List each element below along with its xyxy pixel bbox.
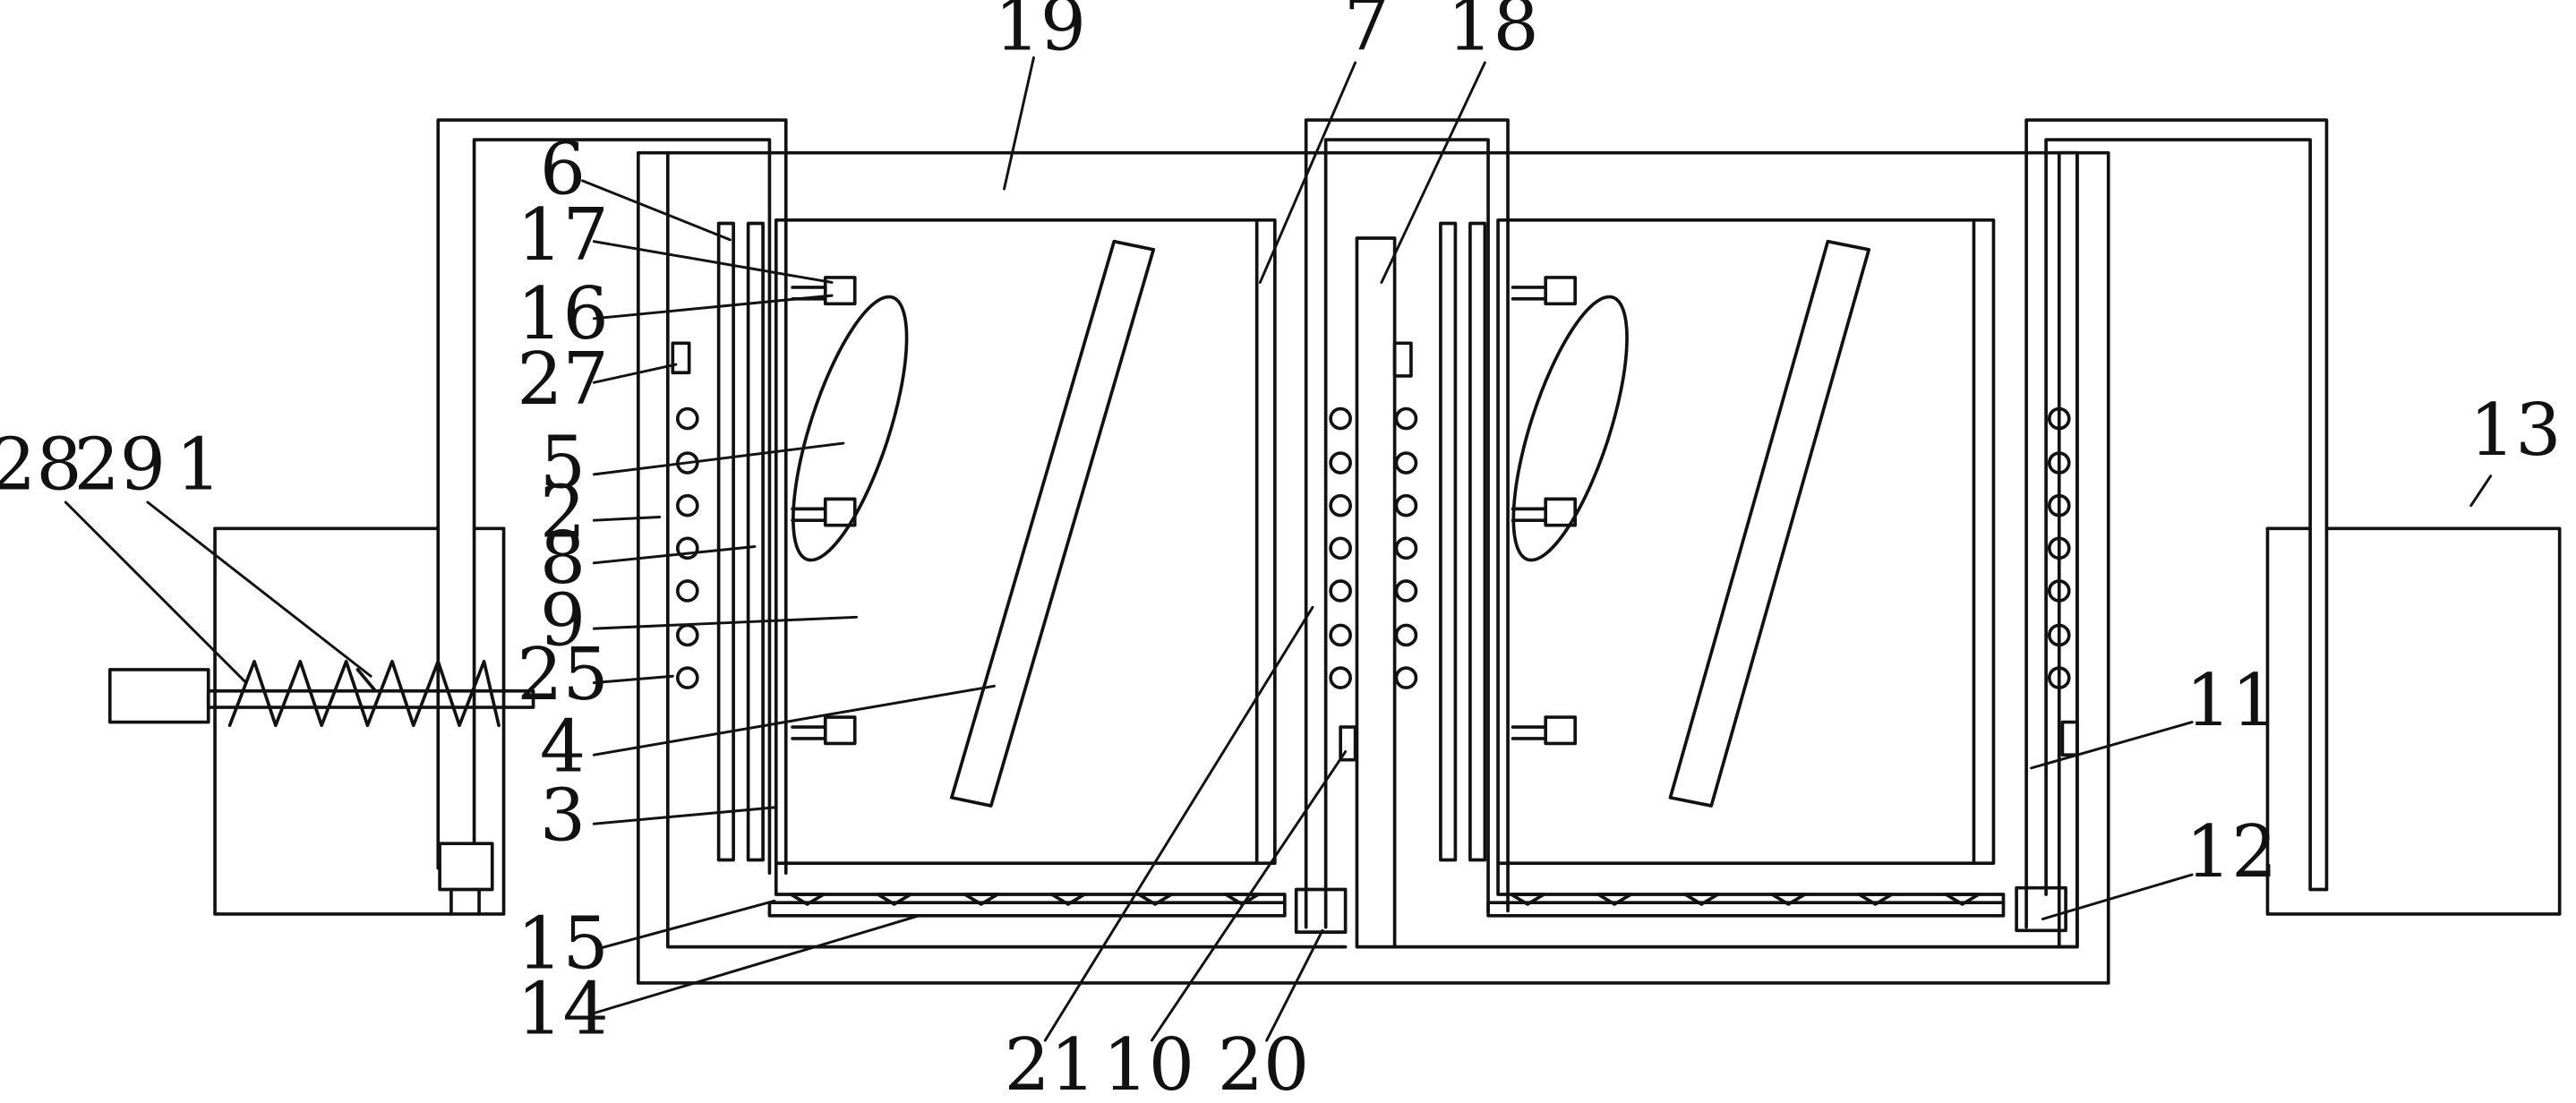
label-16: 16 <box>517 272 609 356</box>
label-25: 25 <box>517 633 609 717</box>
left-sensor <box>671 341 691 375</box>
label-12: 12 <box>2186 810 2278 894</box>
collect-tank-right <box>2265 526 2562 916</box>
left-ellipse-rotor <box>792 295 909 562</box>
label-2: 2 <box>540 471 586 555</box>
label-14: 14 <box>517 968 609 1052</box>
right-diffusers <box>1509 893 1981 906</box>
left-pump <box>438 842 494 892</box>
label-10: 10 <box>1102 1023 1194 1103</box>
right-nozzle-top <box>1511 276 1578 306</box>
right-aerator-pipe <box>1486 901 2006 918</box>
right-aerator-outline <box>1496 861 2006 904</box>
label-11: 11 <box>2186 659 2278 743</box>
screw-motor <box>107 668 210 724</box>
center-pipe <box>1304 118 1510 929</box>
left-aerator-pipe <box>767 901 1287 918</box>
left-chamber <box>774 218 1277 866</box>
leader-lines <box>64 56 2493 1042</box>
right-electrode-plate <box>1439 221 1458 862</box>
label-5: 5 <box>540 422 586 506</box>
central-sensor <box>1392 341 1413 378</box>
right-pipe-inner <box>2044 138 2329 896</box>
label-27: 27 <box>517 338 609 422</box>
central-circles-right <box>1394 406 1418 689</box>
right-pipe-outer <box>2024 118 2329 929</box>
label-20: 20 <box>1218 1023 1310 1103</box>
left-circle-column <box>675 406 699 689</box>
right-nozzle-low <box>1511 715 1578 746</box>
right-pump <box>2015 885 2067 933</box>
inner-floor <box>665 150 1348 949</box>
label-18: 18 <box>1447 0 1539 67</box>
right-level-sensor <box>2060 720 2079 757</box>
right-ellipse-rotor <box>1511 295 1629 562</box>
label-4: 4 <box>540 705 586 790</box>
feed-tank-left <box>213 526 506 916</box>
right-chamber <box>1496 218 1996 866</box>
left-electrode-plate <box>716 221 735 862</box>
left-diagonal-electrode <box>950 239 1156 808</box>
label-15: 15 <box>517 902 609 986</box>
label-17: 17 <box>517 193 609 278</box>
screw-shaft <box>206 688 535 709</box>
right-membrane-plate <box>1468 221 1487 862</box>
left-membrane-plate <box>746 221 765 862</box>
outer-tank <box>637 150 2110 985</box>
central-pump <box>1294 887 1348 934</box>
label-9: 9 <box>540 578 586 663</box>
right-circle-column <box>2047 406 2071 689</box>
screw-blade <box>355 668 376 691</box>
label-6: 6 <box>540 128 586 212</box>
label-28: 28 <box>0 423 82 507</box>
left-nozzle-mid <box>791 497 857 527</box>
label-7: 7 <box>1344 0 1390 67</box>
left-aerator-outline <box>774 861 1287 904</box>
central-circles-left <box>1329 406 1352 689</box>
left-diffusers <box>789 893 1261 906</box>
label-1: 1 <box>175 423 221 507</box>
label-3: 3 <box>540 774 586 859</box>
right-nozzle-mid <box>1511 497 1578 527</box>
label-21: 21 <box>1005 1023 1097 1103</box>
central-electrode-18 <box>1355 236 1397 949</box>
label-19: 19 <box>995 0 1087 67</box>
center-pipe-inner <box>1323 138 1490 929</box>
screw-helix <box>227 659 501 728</box>
right-diagonal-electrode <box>1668 239 1871 808</box>
central-level-sensor <box>1339 725 1357 762</box>
left-pipe-outer <box>436 118 788 875</box>
label-13: 13 <box>2469 389 2562 473</box>
left-nozzle-low <box>791 715 857 746</box>
label-29: 29 <box>73 423 166 507</box>
right-wall-inner <box>2057 150 2079 949</box>
label-8: 8 <box>540 517 586 601</box>
left-pipe-inner <box>472 138 772 875</box>
